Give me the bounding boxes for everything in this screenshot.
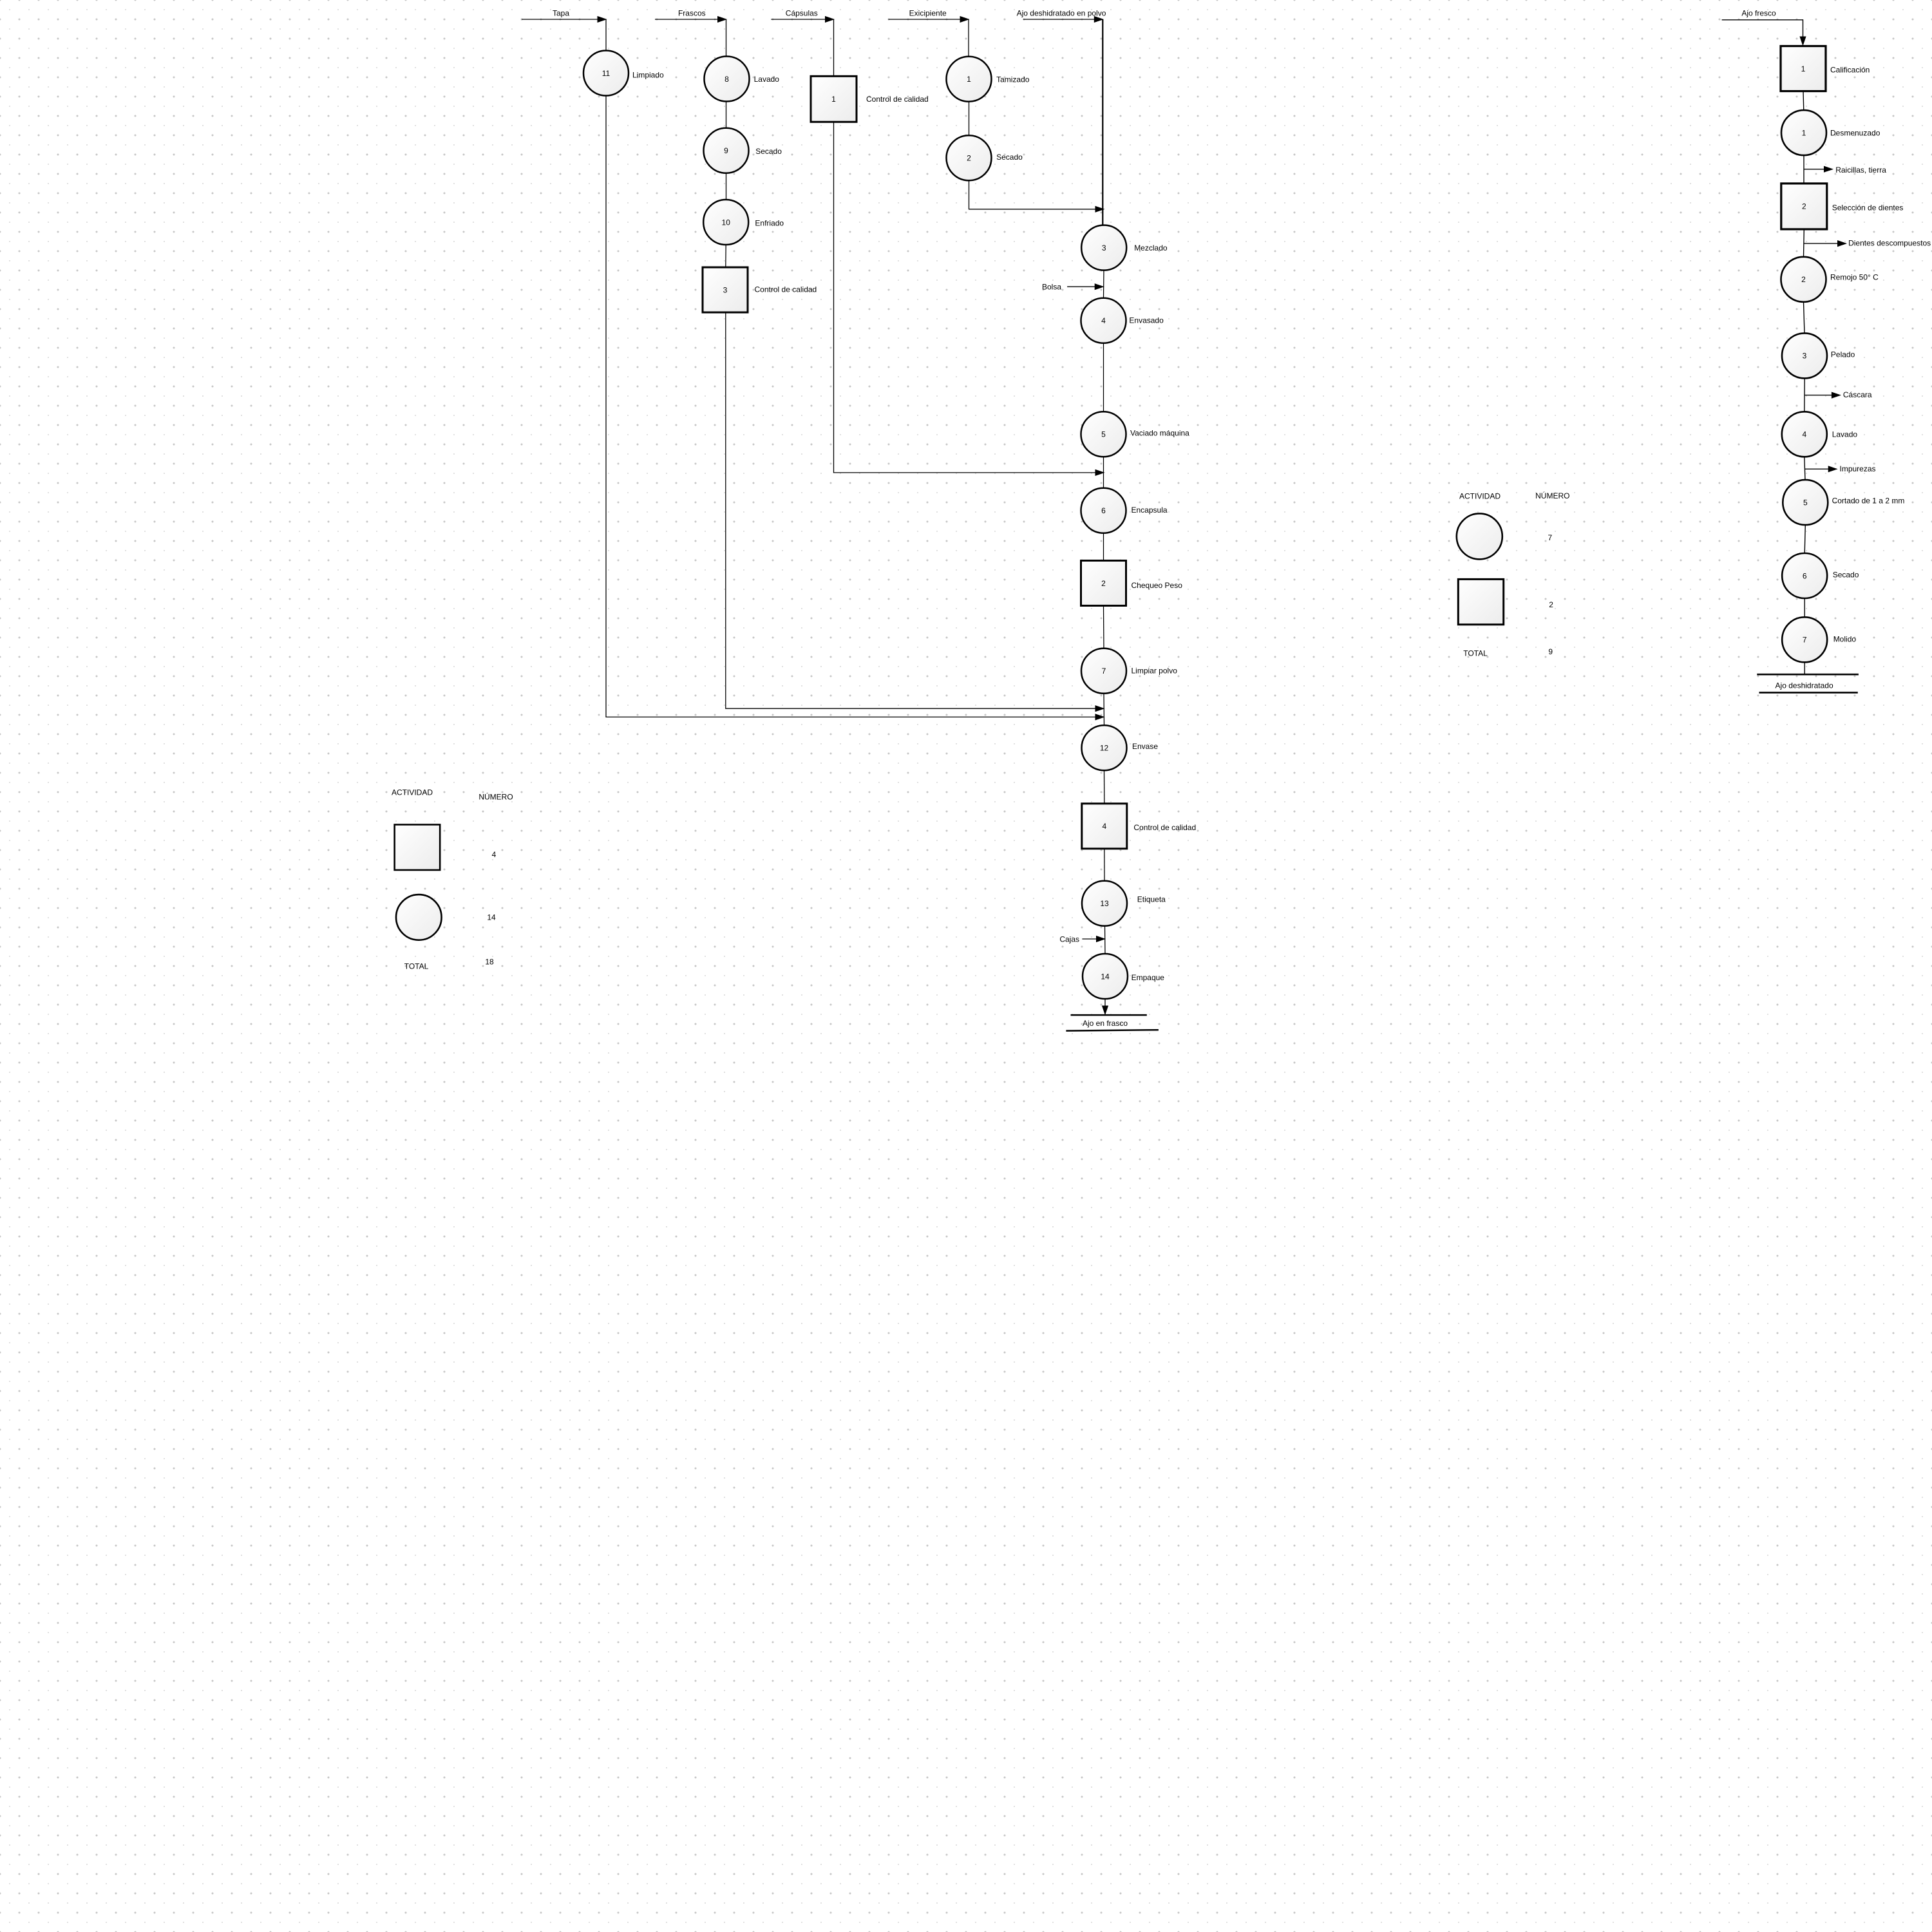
svg-text:9: 9	[724, 146, 728, 155]
svg-text:14: 14	[1101, 972, 1110, 981]
svg-text:Calificación: Calificación	[1830, 65, 1870, 74]
svg-text:TOTAL: TOTAL	[1463, 649, 1488, 658]
svg-text:Ajo en frasco: Ajo en frasco	[1083, 1019, 1128, 1028]
svg-text:Pelado: Pelado	[1831, 350, 1855, 359]
svg-text:Control de calidad: Control de calidad	[1133, 823, 1196, 832]
svg-text:Raicillas, tierra: Raicillas, tierra	[1835, 166, 1886, 175]
svg-text:Control de calidad: Control de calidad	[755, 285, 817, 294]
svg-text:Chequeo Peso: Chequeo Peso	[1132, 581, 1183, 590]
svg-text:Lavado: Lavado	[754, 75, 780, 84]
svg-text:Limpiar polvo: Limpiar polvo	[1132, 667, 1178, 676]
svg-text:Secado: Secado	[996, 153, 1023, 162]
svg-text:14: 14	[487, 913, 496, 922]
svg-text:Encapsula: Encapsula	[1132, 506, 1168, 515]
svg-text:2: 2	[967, 154, 971, 163]
svg-text:11: 11	[602, 69, 611, 78]
svg-text:NÚMERO: NÚMERO	[1535, 491, 1569, 500]
svg-text:Tamizado: Tamizado	[996, 75, 1030, 84]
svg-text:Cajas: Cajas	[1059, 934, 1079, 943]
svg-text:3: 3	[1102, 243, 1106, 252]
svg-text:Cortado de 1 a 2 mm: Cortado de 1 a 2 mm	[1832, 496, 1905, 505]
svg-text:18: 18	[485, 958, 494, 967]
svg-text:Etiqueta: Etiqueta	[1137, 895, 1166, 904]
svg-text:Mezclado: Mezclado	[1134, 243, 1168, 252]
svg-text:Tapa: Tapa	[553, 8, 569, 17]
svg-text:6: 6	[1101, 506, 1106, 515]
svg-text:7: 7	[1102, 667, 1106, 676]
svg-text:Enfriado: Enfriado	[755, 219, 784, 228]
svg-text:1: 1	[1801, 64, 1806, 73]
svg-text:6: 6	[1803, 571, 1807, 580]
svg-text:5: 5	[1803, 498, 1808, 507]
svg-text:8: 8	[724, 75, 729, 84]
svg-text:4: 4	[1102, 822, 1106, 831]
svg-text:Secado: Secado	[1833, 571, 1859, 580]
svg-text:Vaciado máquina: Vaciado máquina	[1130, 429, 1189, 438]
svg-text:Ajo deshidratado en polvo: Ajo deshidratado en polvo	[1017, 8, 1106, 17]
svg-text:13: 13	[1100, 899, 1109, 908]
svg-text:12: 12	[1100, 744, 1109, 753]
svg-text:ACTIVIDAD: ACTIVIDAD	[392, 788, 433, 797]
svg-text:4: 4	[492, 850, 497, 859]
svg-text:Selección de dientes: Selección de dientes	[1832, 203, 1904, 212]
svg-text:9: 9	[1548, 647, 1553, 656]
svg-text:1: 1	[1802, 128, 1806, 137]
svg-text:Empaque: Empaque	[1132, 973, 1165, 982]
svg-text:Secado: Secado	[755, 147, 782, 156]
svg-text:2: 2	[1101, 579, 1106, 588]
svg-text:Cáscara: Cáscara	[1843, 390, 1872, 399]
svg-text:Envasado: Envasado	[1129, 316, 1164, 325]
svg-text:2: 2	[1801, 275, 1806, 284]
svg-text:ACTIVIDAD: ACTIVIDAD	[1459, 491, 1501, 500]
svg-text:Ajo deshidratado: Ajo deshidratado	[1776, 681, 1833, 690]
svg-text:3: 3	[1803, 352, 1807, 361]
svg-text:Desmenuzado: Desmenuzado	[1830, 128, 1880, 137]
svg-text:7: 7	[1803, 636, 1807, 645]
svg-text:10: 10	[722, 218, 731, 227]
svg-text:Lavado: Lavado	[1832, 430, 1858, 439]
svg-text:Control de calidad: Control de calidad	[866, 95, 929, 104]
svg-text:NÚMERO: NÚMERO	[478, 792, 513, 802]
svg-text:1: 1	[967, 75, 971, 84]
svg-text:1: 1	[831, 95, 836, 104]
svg-text:Impurezas: Impurezas	[1840, 464, 1876, 473]
svg-text:Ajo fresco: Ajo fresco	[1741, 8, 1776, 17]
svg-text:Bolsa: Bolsa	[1042, 283, 1061, 292]
svg-text:3: 3	[723, 285, 728, 294]
svg-text:2: 2	[1549, 600, 1553, 609]
svg-text:TOTAL: TOTAL	[404, 961, 429, 971]
svg-text:Exicipiente: Exicipiente	[909, 8, 947, 17]
svg-text:4: 4	[1101, 316, 1106, 325]
svg-text:7: 7	[1548, 533, 1552, 542]
svg-text:Cápsulas: Cápsulas	[786, 8, 818, 17]
svg-text:Envase: Envase	[1132, 742, 1158, 751]
svg-text:5: 5	[1101, 430, 1106, 439]
svg-text:Frascos: Frascos	[678, 8, 706, 17]
svg-text:Remojo 50° C: Remojo 50° C	[1830, 272, 1879, 281]
svg-text:Dientes descompuestos: Dientes descompuestos	[1848, 239, 1931, 248]
svg-text:Molido: Molido	[1833, 635, 1857, 644]
svg-text:Limpiado: Limpiado	[632, 70, 664, 79]
svg-text:2: 2	[1802, 202, 1806, 211]
svg-text:4: 4	[1802, 430, 1806, 439]
